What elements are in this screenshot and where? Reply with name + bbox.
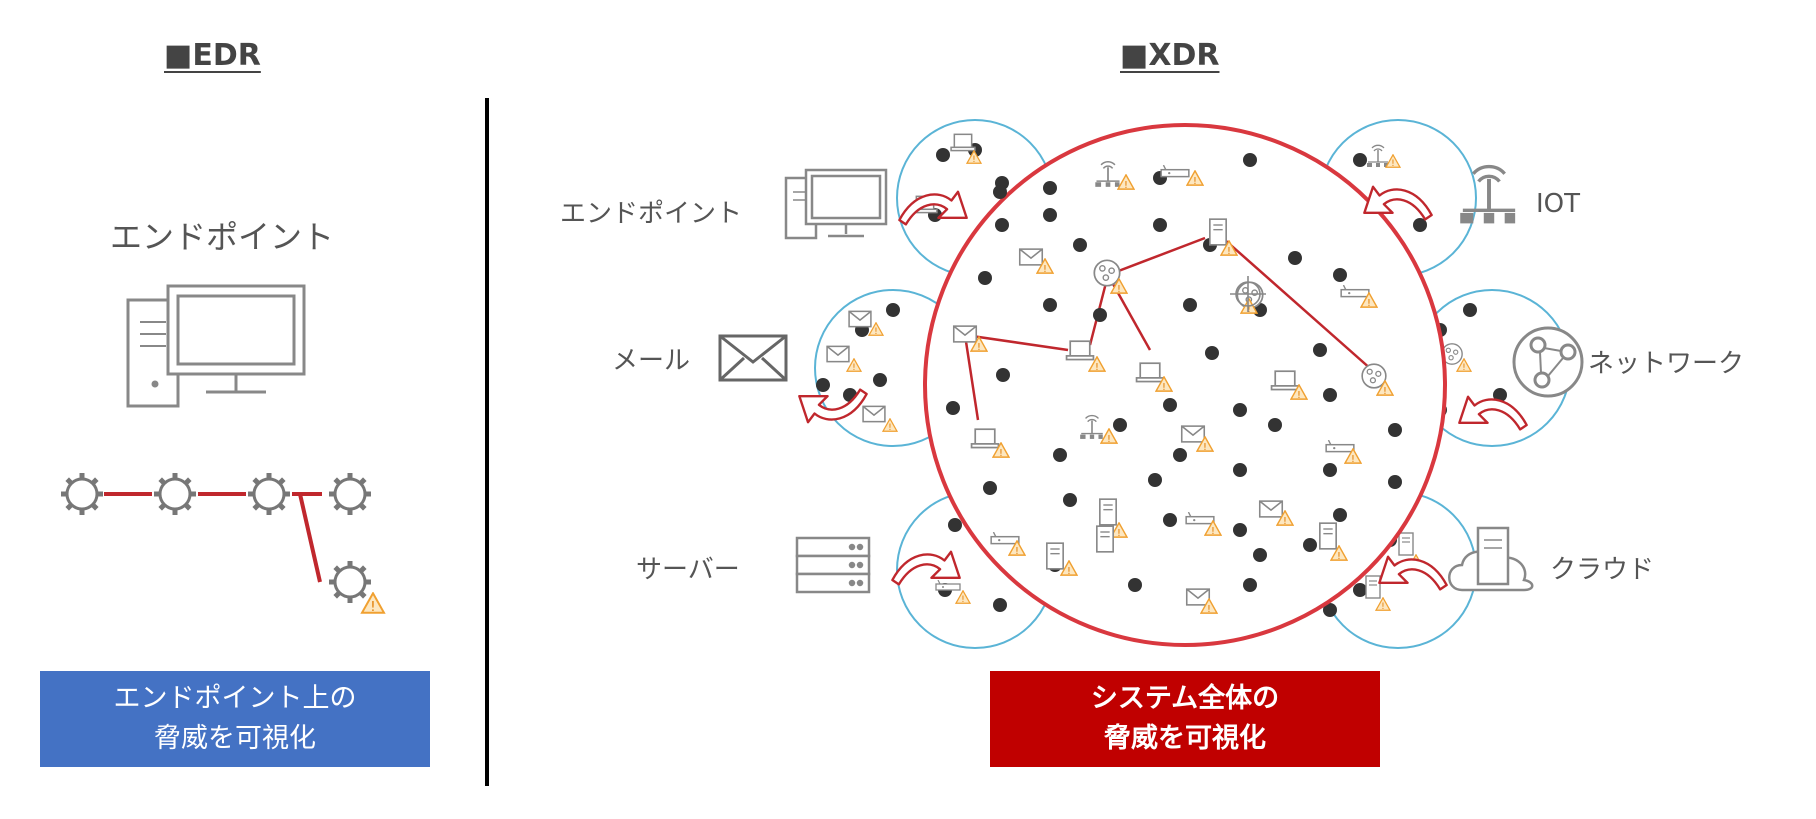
edr-summary-box: エンドポイント上の 脅威を可視化 [40,671,430,767]
warning-icon [360,592,386,614]
xdr-central-circle [923,123,1447,647]
gear-icon [329,561,371,603]
gear-icon [61,473,103,515]
edr-gear-chain [61,473,386,614]
xdr-mail-icon [718,334,788,382]
xdr-network-icon [1512,326,1584,398]
xdr-summary-box: システム全体の 脅威を可視化 [990,671,1380,767]
central-dots [946,153,1402,592]
xdr-server-label: サーバー [636,555,740,585]
xdr-endpoint-computer-icon [784,168,888,240]
gear-icon [329,473,371,515]
xdr-network-label: ネットワーク [1588,349,1745,379]
edr-computer-icon [126,284,306,408]
edr-heading: ■EDR [164,38,261,73]
gear-icon [154,473,196,515]
target-icon [1230,276,1266,312]
xdr-mail-label: メール [612,346,691,376]
xdr-cloud-icon [1448,526,1534,592]
xdr-server-icon [795,536,871,594]
gear-icon [248,473,290,515]
xdr-iot-label: IOT [1536,189,1581,219]
edr-endpoint-label: エンドポイント [110,218,335,256]
xdr-cloud-label: クラウド [1550,555,1655,585]
threat-connection-lines [963,236,1373,421]
xdr-endpoint-label: エンドポイント [560,199,743,229]
xdr-heading: ■XDR [1120,38,1220,73]
